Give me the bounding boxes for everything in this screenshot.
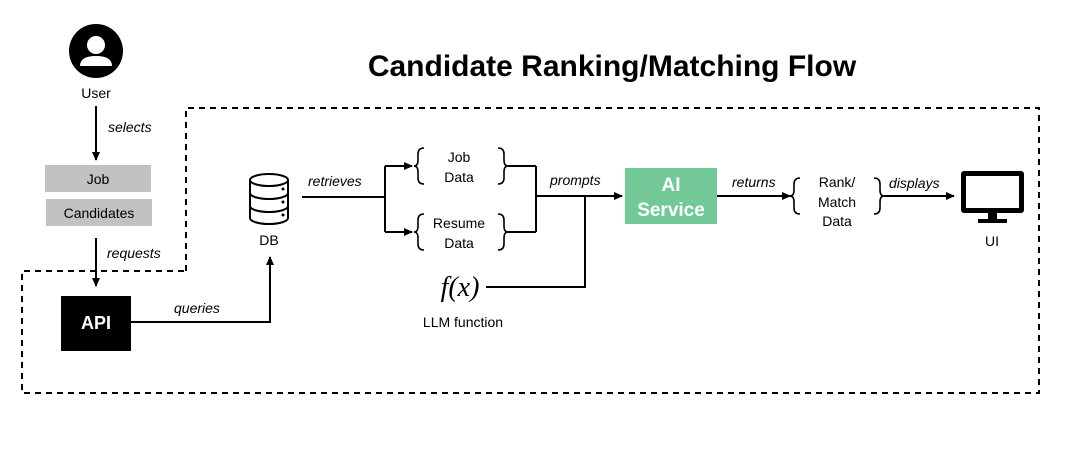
candidates-box [46, 199, 152, 226]
ai-service-label-line2: Service [637, 200, 705, 221]
resume-data-left-brace [413, 213, 425, 251]
queries-label: queries [174, 300, 220, 316]
queries-arrow [131, 256, 274, 323]
rank-left-brace [789, 177, 801, 215]
llm-to-prompt-line [486, 196, 586, 288]
resume-data-label-line1: Resume [433, 215, 485, 231]
prompts-label: prompts [549, 172, 601, 188]
llm-function-symbol: f(x) [441, 272, 480, 303]
system-boundary [21, 107, 1040, 394]
job-data-label-line1: Job [448, 149, 471, 165]
job-data-right-brace [497, 147, 509, 185]
user-label: User [81, 85, 111, 101]
rank-right-brace [873, 177, 885, 215]
monitor-icon [961, 171, 1024, 223]
job-data-label-line2: Data [444, 169, 474, 185]
llm-function-label: LLM function [423, 314, 503, 330]
returns-label: returns [732, 174, 776, 190]
api-box [61, 296, 131, 351]
candidates-label: Candidates [64, 205, 135, 221]
rank-label-line3: Data [822, 213, 852, 229]
rank-label-line1: Rank/ [819, 174, 856, 190]
ai-service-box [625, 168, 717, 224]
retrieves-label: retrieves [308, 173, 362, 189]
displays-label: displays [889, 175, 940, 191]
job-box [45, 165, 151, 192]
user-avatar-icon [69, 24, 123, 78]
ui-label: UI [985, 233, 999, 249]
rank-label-line2: Match [818, 194, 856, 210]
job-label: Job [87, 171, 110, 187]
resume-data-label-line2: Data [444, 235, 474, 251]
resume-data-right-brace [497, 213, 509, 251]
api-label: API [81, 313, 111, 333]
database-icon [249, 173, 289, 225]
ai-service-label-line1: AI [662, 175, 681, 196]
diagram-title: Candidate Ranking/Matching Flow [368, 50, 857, 83]
selects-label: selects [108, 119, 152, 135]
db-label: DB [259, 232, 278, 248]
job-data-left-brace [413, 147, 425, 185]
requests-label: requests [107, 245, 161, 261]
